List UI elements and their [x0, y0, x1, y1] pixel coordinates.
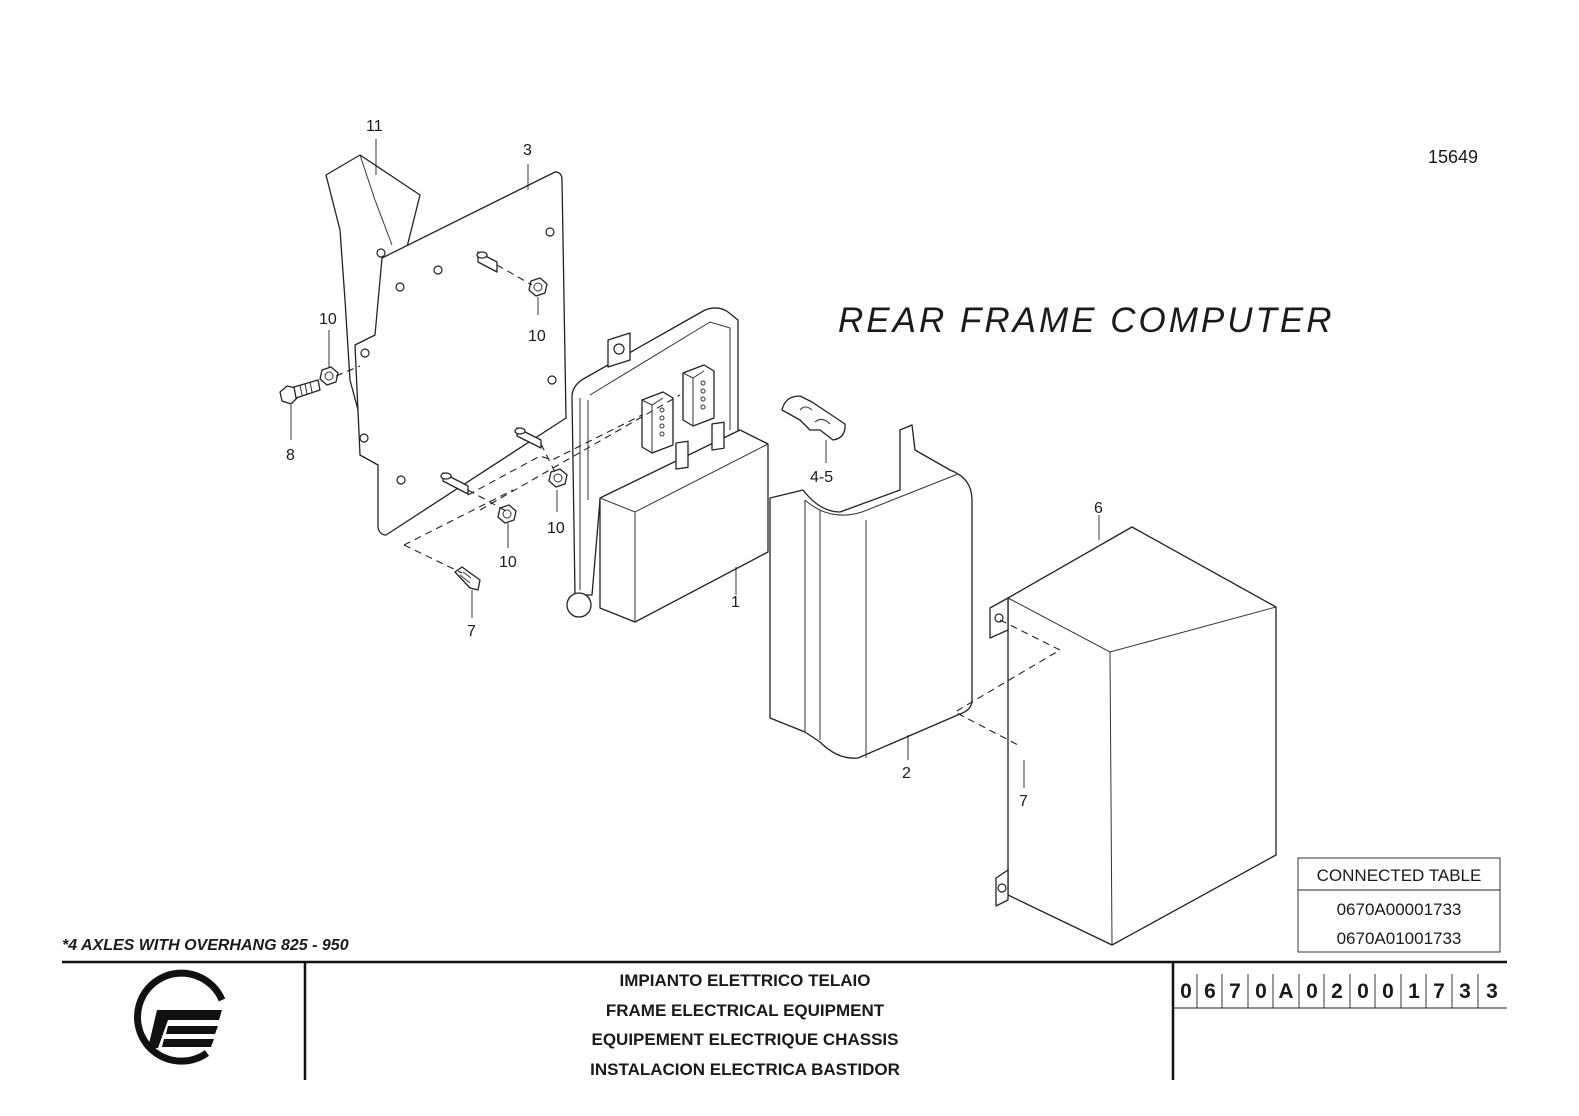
code-digit: 2 [1331, 980, 1343, 1003]
code-digit: 3 [1459, 980, 1471, 1003]
title-line-es: INSTALACION ELECTRICA BASTIDOR [590, 1060, 900, 1079]
part-1-computer-unit [566, 307, 769, 623]
assembly-lines [335, 264, 1062, 746]
callout-1: 1 [731, 594, 740, 611]
part-7-screw-left [454, 566, 481, 591]
code-digit: 0 [1255, 980, 1267, 1003]
title-line-en: FRAME ELECTRICAL EQUIPMENT [606, 1001, 885, 1020]
callout-4-5: 4-5 [810, 469, 833, 486]
connected-table: CONNECTED TABLE 0670A00001733 0670A01001… [1297, 857, 1501, 953]
footnote: *4 AXLES WITH OVERHANG 825 - 950 [62, 937, 349, 954]
leader-lines [290, 139, 1100, 788]
company-logo [134, 969, 226, 1065]
part-3-mounting-plate [354, 171, 567, 536]
part-6-enclosure [989, 526, 1277, 946]
callout-7: 7 [467, 623, 476, 640]
callout-10: 10 [547, 520, 565, 537]
connected-table-row: 0670A01001733 [1337, 929, 1462, 948]
callouts: 11 3 10 10 8 10 10 7 1 4-5 6 2 7 [286, 118, 1103, 810]
callout-10: 10 [499, 554, 517, 571]
connected-table-header: CONNECTED TABLE [1317, 866, 1482, 885]
part-4-5-clip [781, 395, 846, 441]
drawing-number: 15649 [1428, 147, 1478, 167]
title-line-it: IMPIANTO ELETTRICO TELAIO [620, 971, 871, 990]
code-digit: 3 [1486, 980, 1498, 1003]
drawing-code: 0 6 7 0 A 0 2 0 0 1 7 3 3 [1180, 980, 1498, 1003]
callout-2: 2 [902, 765, 911, 782]
code-digit: 6 [1204, 980, 1216, 1003]
code-digit: A [1278, 980, 1293, 1003]
callout-3: 3 [523, 142, 532, 159]
code-digit: 1 [1408, 980, 1420, 1003]
callout-8: 8 [286, 447, 295, 464]
code-digit: 7 [1433, 980, 1445, 1003]
callout-10: 10 [319, 311, 337, 328]
callout-6: 6 [1094, 500, 1103, 517]
callout-7: 7 [1019, 793, 1028, 810]
code-digit: 7 [1229, 980, 1241, 1003]
callout-10: 10 [528, 328, 546, 345]
title-block: IMPIANTO ELETTRICO TELAIO FRAME ELECTRIC… [62, 960, 1507, 1080]
connected-table-row: 0670A00001733 [1337, 900, 1462, 919]
code-digit: 0 [1382, 980, 1394, 1003]
part-2-cover [769, 424, 973, 759]
diagram-title: REAR FRAME COMPUTER [838, 301, 1334, 340]
code-digit: 0 [1180, 980, 1192, 1003]
code-digit: 0 [1357, 980, 1369, 1003]
callout-11: 11 [366, 118, 383, 135]
title-line-fr: EQUIPEMENT ELECTRIQUE CHASSIS [592, 1030, 899, 1049]
code-digit: 0 [1306, 980, 1318, 1003]
part-8-bolt [279, 379, 321, 405]
